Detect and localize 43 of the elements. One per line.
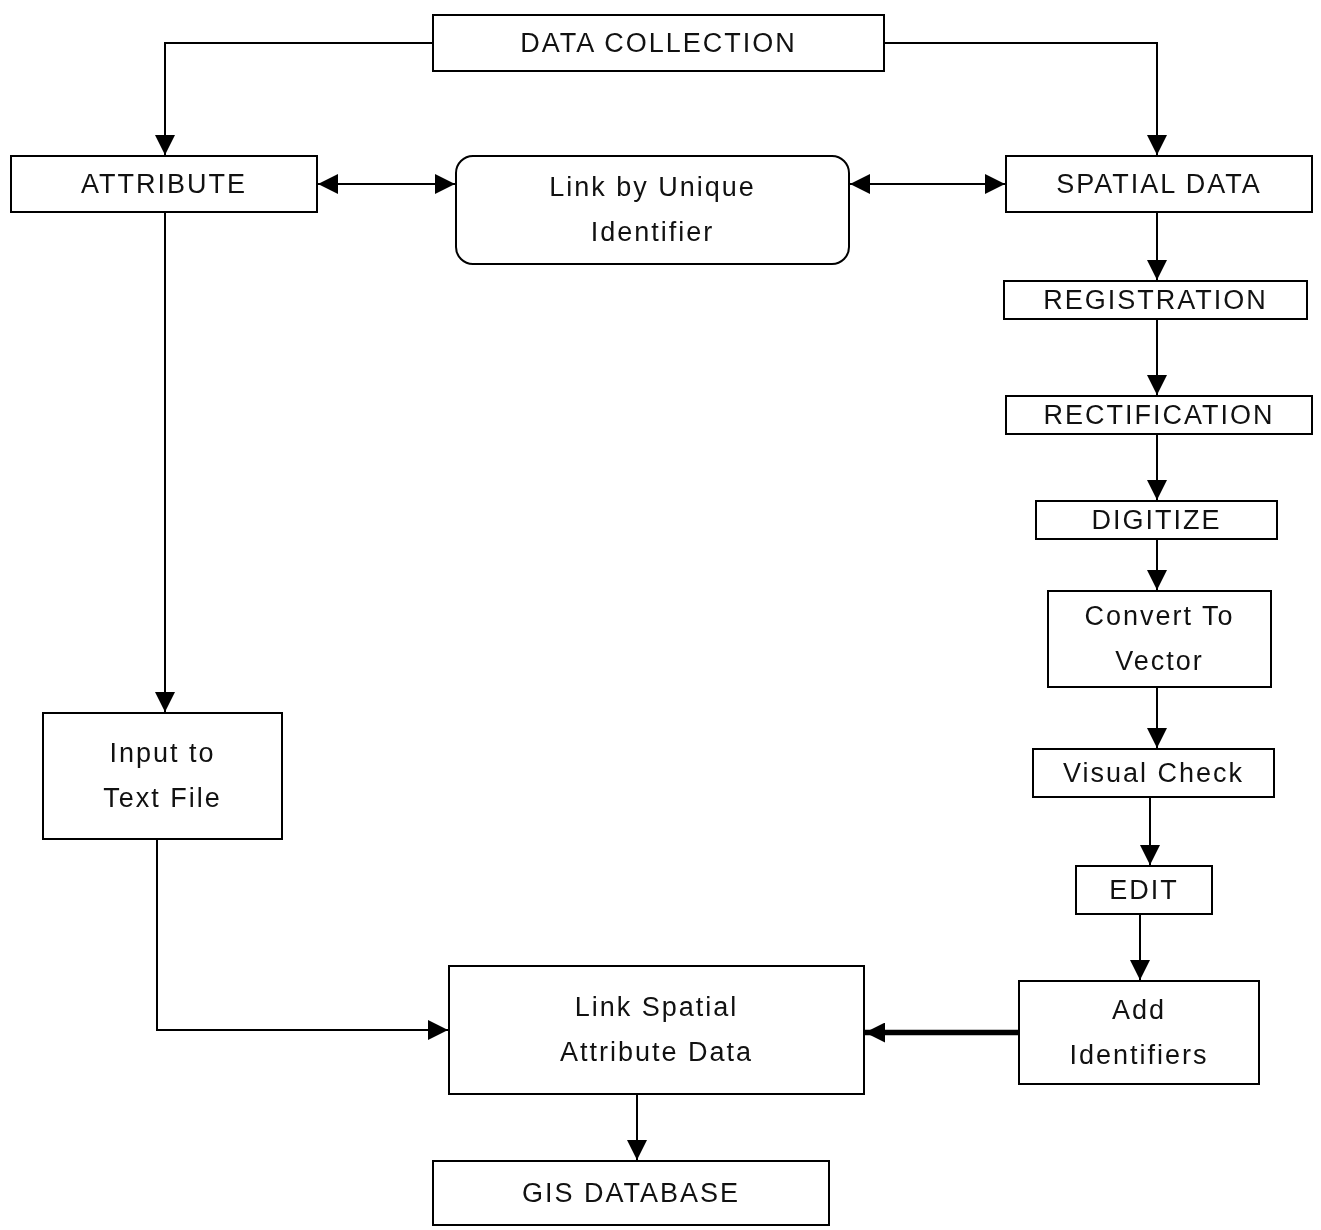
arrow (1147, 434, 1167, 501)
process-box (432, 14, 885, 72)
arrow (1147, 687, 1167, 749)
box-label: GIS DATABASE (521, 1176, 741, 1210)
process-box (1005, 395, 1313, 435)
box-label: EDIT (1109, 873, 1179, 907)
box-label: SPATIAL DATA (1056, 167, 1262, 201)
process-box (1003, 280, 1308, 320)
box-label: DATA COLLECTION (520, 26, 797, 60)
arrow (865, 1022, 1018, 1043)
rounded-process-box (455, 155, 850, 265)
arrow (627, 1094, 647, 1161)
box-label: RECTIFICATION (1043, 398, 1275, 432)
arrow (155, 42, 433, 156)
arrow (884, 42, 1167, 156)
box-label: Link Spatial Attribute Data (558, 991, 755, 1069)
box-label: Link by Unique Identifier (548, 171, 757, 249)
box-label: Add Identifiers (1068, 993, 1210, 1072)
process-box (1032, 748, 1275, 798)
process-box (1047, 590, 1272, 688)
process-box (1018, 980, 1260, 1085)
process-box (42, 712, 283, 840)
process-box (432, 1160, 830, 1226)
box-label: DIGITIZE (1091, 503, 1222, 537)
box-label: REGISTRATION (1043, 283, 1268, 317)
arrow (1147, 319, 1167, 396)
arrow (1140, 797, 1160, 866)
arrow (1130, 914, 1150, 981)
box-label: Visual Check (1062, 756, 1245, 790)
arrow (849, 174, 1006, 194)
box-label: ATTRIBUTE (81, 167, 247, 201)
arrow (156, 839, 449, 1040)
box-label: Input to Text File (102, 737, 223, 815)
process-box (1005, 155, 1313, 213)
process-box (1075, 865, 1213, 915)
arrow (1147, 212, 1167, 281)
process-box (1035, 500, 1278, 540)
process-box (448, 965, 865, 1095)
arrow (155, 212, 175, 713)
process-box (10, 155, 318, 213)
arrow (1147, 539, 1167, 591)
box-label: Convert To Vector (1083, 600, 1236, 678)
arrow (317, 174, 456, 194)
